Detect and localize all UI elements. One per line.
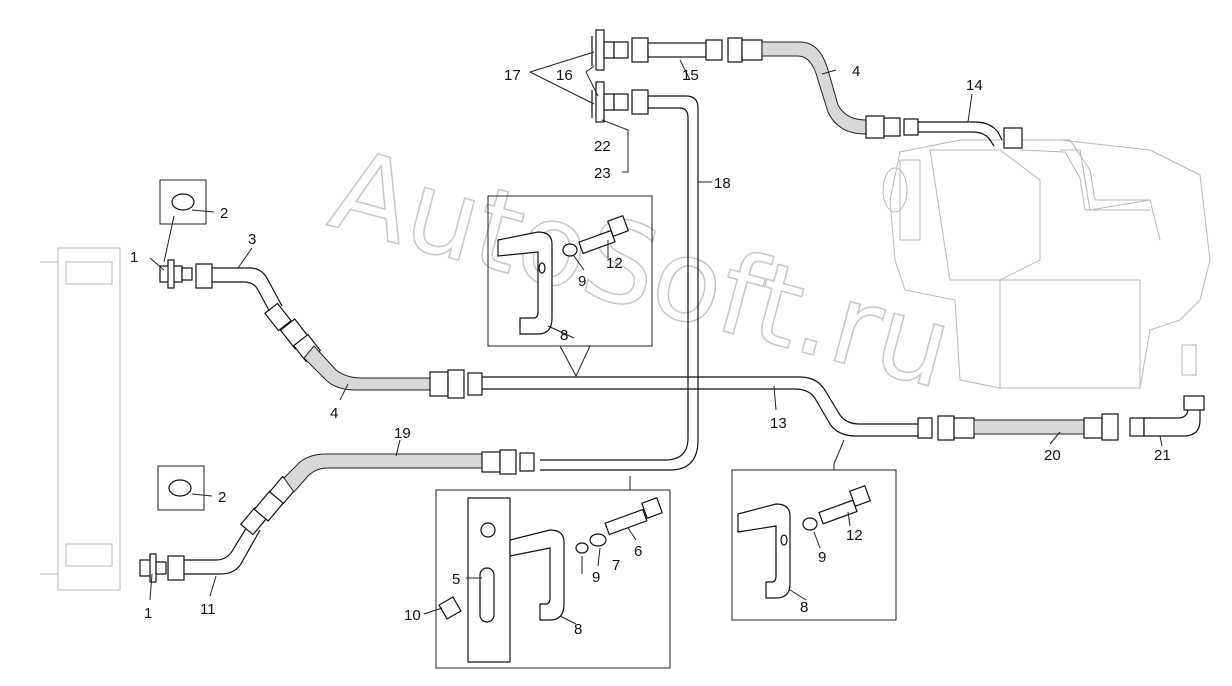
callout-8-bottom: 8 [574,621,582,638]
detail-box-bottom [435,489,671,669]
upper-left-hose-assembly [159,179,1205,441]
callout-15: 15 [682,67,699,84]
top-hose-assembly [540,29,1023,471]
callout-9-bottom: 9 [592,569,600,586]
callout-12-top: 12 [606,255,623,272]
callout-16: 16 [556,67,573,84]
callout-8-right: 8 [800,599,808,616]
callout-18: 18 [714,175,731,192]
detail-box-right [731,469,897,621]
callout-9-right: 9 [818,549,826,566]
callout-2-lower: 2 [218,489,226,506]
callout-12-right: 12 [846,527,863,544]
callout-1-upper: 1 [130,249,138,266]
callout-14: 14 [966,77,983,94]
callout-17: 17 [504,67,521,84]
callout-7: 7 [612,557,620,574]
callout-4-upper: 4 [852,63,860,80]
engine-block [882,139,1211,389]
callout-8-top: 8 [560,327,568,344]
callout-9-top: 9 [578,273,586,290]
radiator [40,247,121,591]
callouts: 1 2 3 4 4 14 15 16 17 22 23 18 19 2 1 11… [130,63,1171,638]
callout-11: 11 [200,601,216,618]
callout-5: 5 [452,571,460,588]
callout-6: 6 [634,543,642,560]
watermark: AutoSoft.ru [319,125,965,415]
callout-4-lower: 4 [330,405,338,422]
callout-13: 13 [770,415,787,432]
detail-box-top [487,195,653,347]
callout-19: 19 [394,425,411,442]
callout-1-lower: 1 [144,605,152,622]
callout-10: 10 [404,607,421,624]
callout-22: 22 [594,138,611,155]
leader-lines [149,51,1163,625]
callout-21: 21 [1154,447,1171,464]
callout-23: 23 [594,165,611,182]
lower-left-hose-assembly [139,449,535,583]
callout-3: 3 [248,231,256,248]
callout-2-upper: 2 [220,205,228,222]
callout-20: 20 [1044,447,1061,464]
